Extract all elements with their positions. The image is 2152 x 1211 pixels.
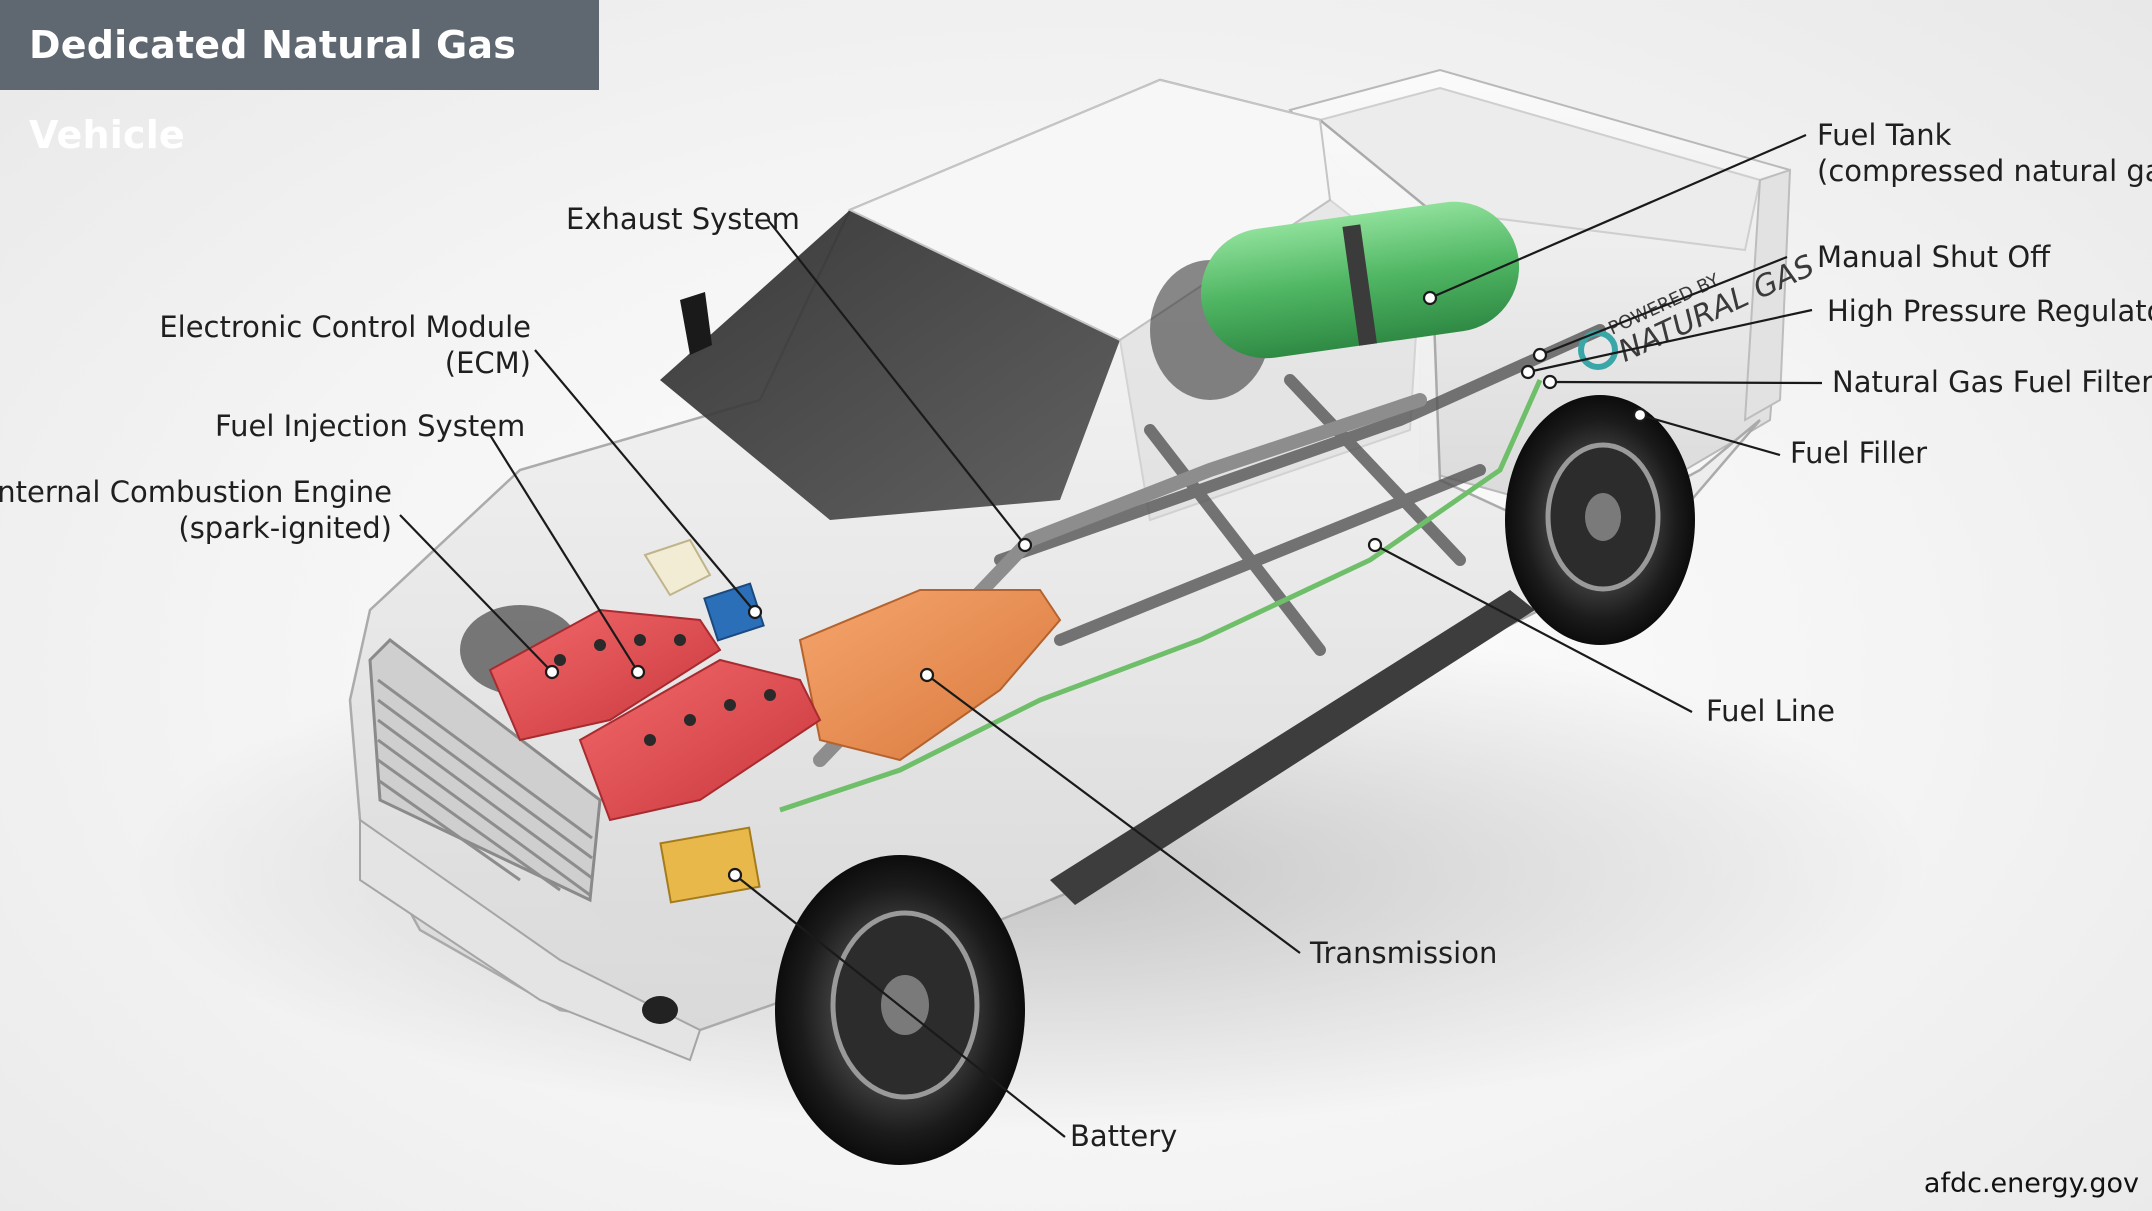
leader-fuel-injection xyxy=(489,434,639,673)
label-fuel-injection-system: Fuel Injection System xyxy=(215,409,526,443)
chassis-frame xyxy=(994,324,1606,656)
leader-exhaust-system xyxy=(767,219,1026,546)
coolant-reservoir xyxy=(643,538,712,597)
leader-fuel-filler xyxy=(1639,413,1781,457)
windshield xyxy=(660,210,1120,520)
leader-transmission xyxy=(926,674,1301,954)
leader-fuel-line xyxy=(1374,544,1693,713)
fog-light xyxy=(642,996,678,1024)
label-exhaust-system: Exhaust System xyxy=(566,202,800,236)
label-fuel-tank-line2: (compressed natural gas) xyxy=(1817,154,2152,188)
leader-fuel-tank xyxy=(1429,133,1807,300)
label-engine: Internal Combustion Engine (spark-ignite… xyxy=(0,474,392,546)
source-credit: afdc.energy.gov xyxy=(1923,1168,2139,1199)
label-manual-shut-off: Manual Shut Off xyxy=(1817,240,2051,274)
label-ecm-line1: Electronic Control Module xyxy=(159,310,531,344)
ecm-part xyxy=(703,582,765,642)
leader-natural-gas-fuel-filter xyxy=(1549,380,1823,385)
front-bumper xyxy=(359,818,702,1062)
engine-part xyxy=(488,608,822,822)
label-high-pressure-regulator: High Pressure Regulator xyxy=(1827,294,2152,328)
label-ecm: Electronic Control Module (ECM) xyxy=(159,309,531,381)
leader-dots xyxy=(544,290,1648,883)
label-natural-gas-fuel-filter: Natural Gas Fuel Filter xyxy=(1832,365,2152,399)
label-battery: Battery xyxy=(1070,1119,1178,1153)
label-engine-line2: (spark-ignited) xyxy=(178,511,392,545)
leader-battery xyxy=(734,874,1066,1138)
leader-engine xyxy=(399,514,553,673)
leader-high-pressure-regulator xyxy=(1527,308,1813,374)
label-fuel-tank-line1: Fuel Tank xyxy=(1817,118,1952,152)
leader-ecm xyxy=(534,349,756,613)
label-fuel-line: Fuel Line xyxy=(1706,694,1836,728)
label-ecm-line2: (ECM) xyxy=(444,346,531,380)
leader-lines xyxy=(399,133,1823,1138)
label-transmission: Transmission xyxy=(1310,936,1498,970)
running-board xyxy=(1050,590,1535,905)
label-engine-line1: Internal Combustion Engine xyxy=(0,475,392,509)
grille-bars xyxy=(377,678,593,897)
label-fuel-tank: Fuel Tank (compressed natural gas) xyxy=(1817,117,2152,189)
page-title: Dedicated Natural Gas Vehicle xyxy=(0,0,599,157)
label-fuel-filler: Fuel Filler xyxy=(1790,436,1928,470)
grille xyxy=(368,638,602,903)
battery-part xyxy=(659,826,761,904)
front-wheel xyxy=(775,855,1025,1165)
rear-wheel xyxy=(1505,395,1695,645)
fuel-line-path xyxy=(779,378,1543,813)
leader-manual-shut-off xyxy=(1539,255,1788,357)
side-mirror xyxy=(680,292,712,355)
fuel-tank xyxy=(1200,201,1520,359)
tailgate xyxy=(1743,168,1792,422)
